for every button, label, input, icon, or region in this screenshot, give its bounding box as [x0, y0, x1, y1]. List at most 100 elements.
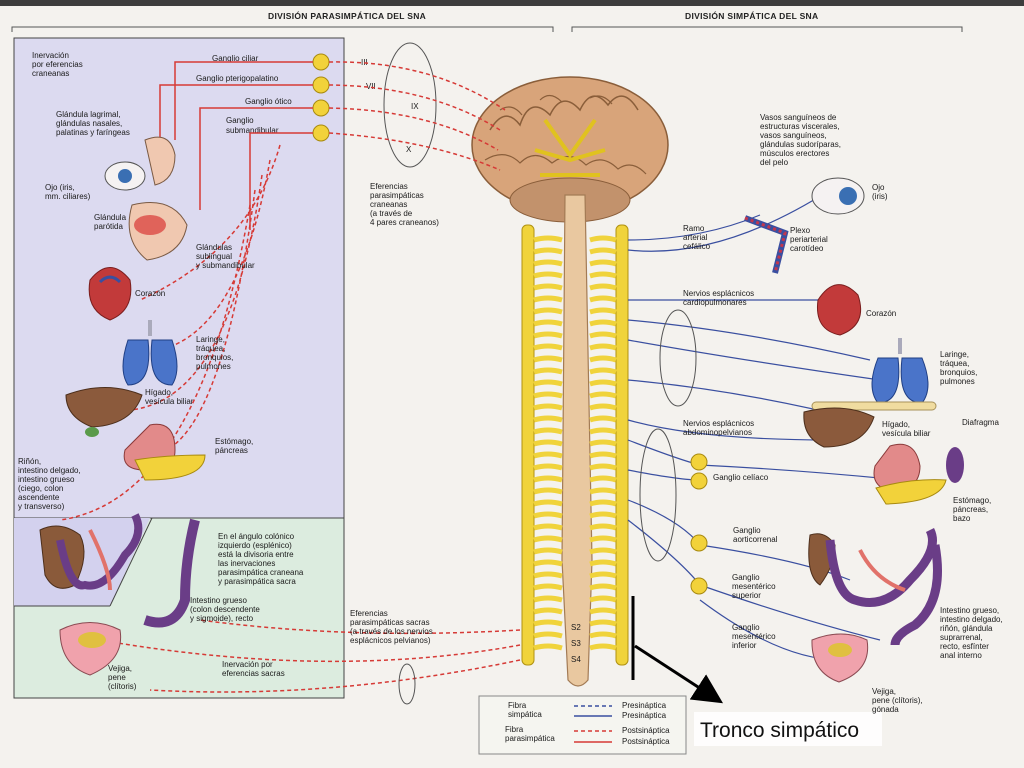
label-intestino-right-line: Intestino grueso,: [940, 606, 999, 615]
ganglion-celiaco: [690, 453, 708, 471]
label-estomago-right-line: bazo: [953, 514, 971, 523]
organ-lungs-left: [122, 320, 178, 386]
label-ganglio-otico: Ganglio ótico: [245, 97, 292, 106]
label-ojo-right-line: Ojo: [872, 183, 885, 192]
label-laringe-left-line: pulmones: [196, 362, 231, 371]
brain-illustration: [471, 76, 669, 223]
organ-parotid: [128, 202, 188, 261]
label-ojo-right: Ojo(iris): [872, 183, 888, 201]
spinal-nerve-rung: [533, 343, 563, 351]
label-intestino-left-line: (colon descendente: [190, 605, 260, 614]
label-inervacion-sacra-line: Inervación por: [222, 660, 273, 669]
ganglion-ciliar: [312, 53, 330, 71]
spinal-nerve-rung: [533, 235, 563, 243]
label-vejiga-left-line: pene: [108, 673, 126, 682]
label-vejiga-right-line: pene (clítoris),: [872, 696, 923, 705]
label-ganglio-ciliar: Ganglio ciliar: [212, 54, 259, 63]
label-parotida-line: parótida: [94, 222, 123, 231]
label-ramo-line: Ramo: [683, 224, 705, 233]
cranial-nerve-IX: IX: [411, 102, 419, 111]
spinal-nerve-rung: [589, 511, 617, 519]
label-vejiga-right: Vejiga,pene (clítoris),gónada: [872, 687, 923, 714]
label-laringe-left-line: Laringe,: [196, 335, 225, 344]
label-diafragma-line: Diafragma: [962, 418, 999, 427]
label-plexo-line: carotídeo: [790, 244, 824, 253]
ganglion-submandibular: [312, 124, 330, 142]
label-eferencias-sacras-line: parasimpáticas sacras: [350, 618, 430, 627]
spinal-nerve-rung: [589, 559, 617, 567]
spinal-nerve-rung: [589, 619, 617, 627]
label-ganglio-msup-line: Ganglio: [732, 573, 760, 582]
label-rinon-left-line: (ciego, colon: [18, 484, 63, 493]
label-ojo-right-line: (iris): [872, 192, 888, 201]
label-ganglio-celiaco: Ganglio celíaco: [713, 473, 769, 482]
spinal-nerve-rung: [533, 259, 563, 267]
label-sublingual-line: sublingual: [196, 252, 232, 261]
label-sublingual-line: Glándulas: [196, 243, 232, 252]
label-ganglio-minf-line: inferior: [732, 641, 757, 650]
label-higado-left: Hígado,vesícula biliar: [145, 388, 194, 406]
spinal-cord: [561, 194, 593, 687]
label-vejiga-right-line: gónada: [872, 705, 899, 714]
sacral-label: S4: [571, 655, 581, 664]
header-right: DIVISIÓN SIMPÁTICA DEL SNA: [685, 10, 818, 21]
label-ganglio-msup-line: superior: [732, 591, 761, 600]
splanchnic-ellipse-2: [639, 428, 677, 562]
organ-stomach-right: [873, 443, 964, 505]
spinal-nerve-rung: [589, 271, 617, 279]
label-vasos-line: del pelo: [760, 158, 789, 167]
spinal-nerve-rung: [533, 247, 563, 255]
label-rinon-left-line: intestino grueso: [18, 475, 75, 484]
label-ganglio-msup-line: mesentérico: [732, 582, 776, 591]
spinal-nerve-rung: [589, 547, 617, 555]
spinal-nerve-rung: [589, 235, 617, 243]
spinal-nerve-rung: [533, 283, 563, 291]
tronco-bg: [694, 712, 882, 746]
header-left: DIVISIÓN PARASIMPÁTICA DEL SNA: [268, 10, 426, 21]
spinal-nerve-rung: [589, 343, 617, 351]
label-plexo-line: Plexo: [790, 226, 811, 235]
spinal-nerve-rung: [589, 331, 617, 339]
spinal-nerve-rung: [589, 463, 617, 471]
label-eferencias-craneanas-line: parasimpáticas: [370, 191, 424, 200]
spinal-nerve-rung: [589, 631, 617, 639]
cranial-ganglia: [312, 53, 330, 142]
spinal-nerve-rung: [589, 439, 617, 447]
legend-item-label: Presináptica: [622, 701, 667, 710]
label-angulo-line: En el ángulo colónico: [218, 532, 295, 541]
label-ojo-left-line: Ojo (iris,: [45, 183, 75, 192]
label-angulo-line: está la divisoria entre: [218, 550, 294, 559]
label-higado-left-line: vesícula biliar: [145, 397, 194, 406]
label-laringe-right-line: tráquea,: [940, 359, 969, 368]
spinal-nerve-rung: [589, 247, 617, 255]
ganglion-mesenterico-inf: [690, 577, 708, 595]
annotation-tronco-simpatico: Tronco simpático: [700, 719, 859, 742]
label-vasos-line: vasos sanguíneos,: [760, 131, 827, 140]
label-ganglio-aortico-line: Ganglio: [733, 526, 761, 535]
legend-label-simpatica-line: Fibra: [508, 701, 527, 710]
label-ganglio-aortico-line: aorticorrenal: [733, 535, 778, 544]
spinal-nerve-rung: [589, 595, 617, 603]
label-eferencias-sacras-line: Eferencias: [350, 609, 388, 618]
label-corazon-right-line: Corazón: [866, 309, 896, 318]
label-estomago-right-line: páncreas,: [953, 505, 988, 514]
label-rinon-left-line: Riñón,: [18, 457, 41, 466]
top-bar: [0, 0, 1024, 6]
label-vasos-line: músculos erectores: [760, 149, 829, 158]
organ-stomach-left: [123, 423, 206, 481]
spinal-nerve-rung: [533, 391, 563, 399]
organ-vessel-plexus: [743, 215, 789, 274]
label-corazon-left-line: Corazón: [135, 289, 165, 298]
label-intestino-right-line: anal interno: [940, 651, 982, 660]
label-higado-left-line: Hígado,: [145, 388, 173, 397]
spinal-nerve-rungs: [533, 235, 617, 651]
label-laringe-right-line: bronquios,: [940, 368, 977, 377]
panel-divider-2: [109, 517, 153, 607]
